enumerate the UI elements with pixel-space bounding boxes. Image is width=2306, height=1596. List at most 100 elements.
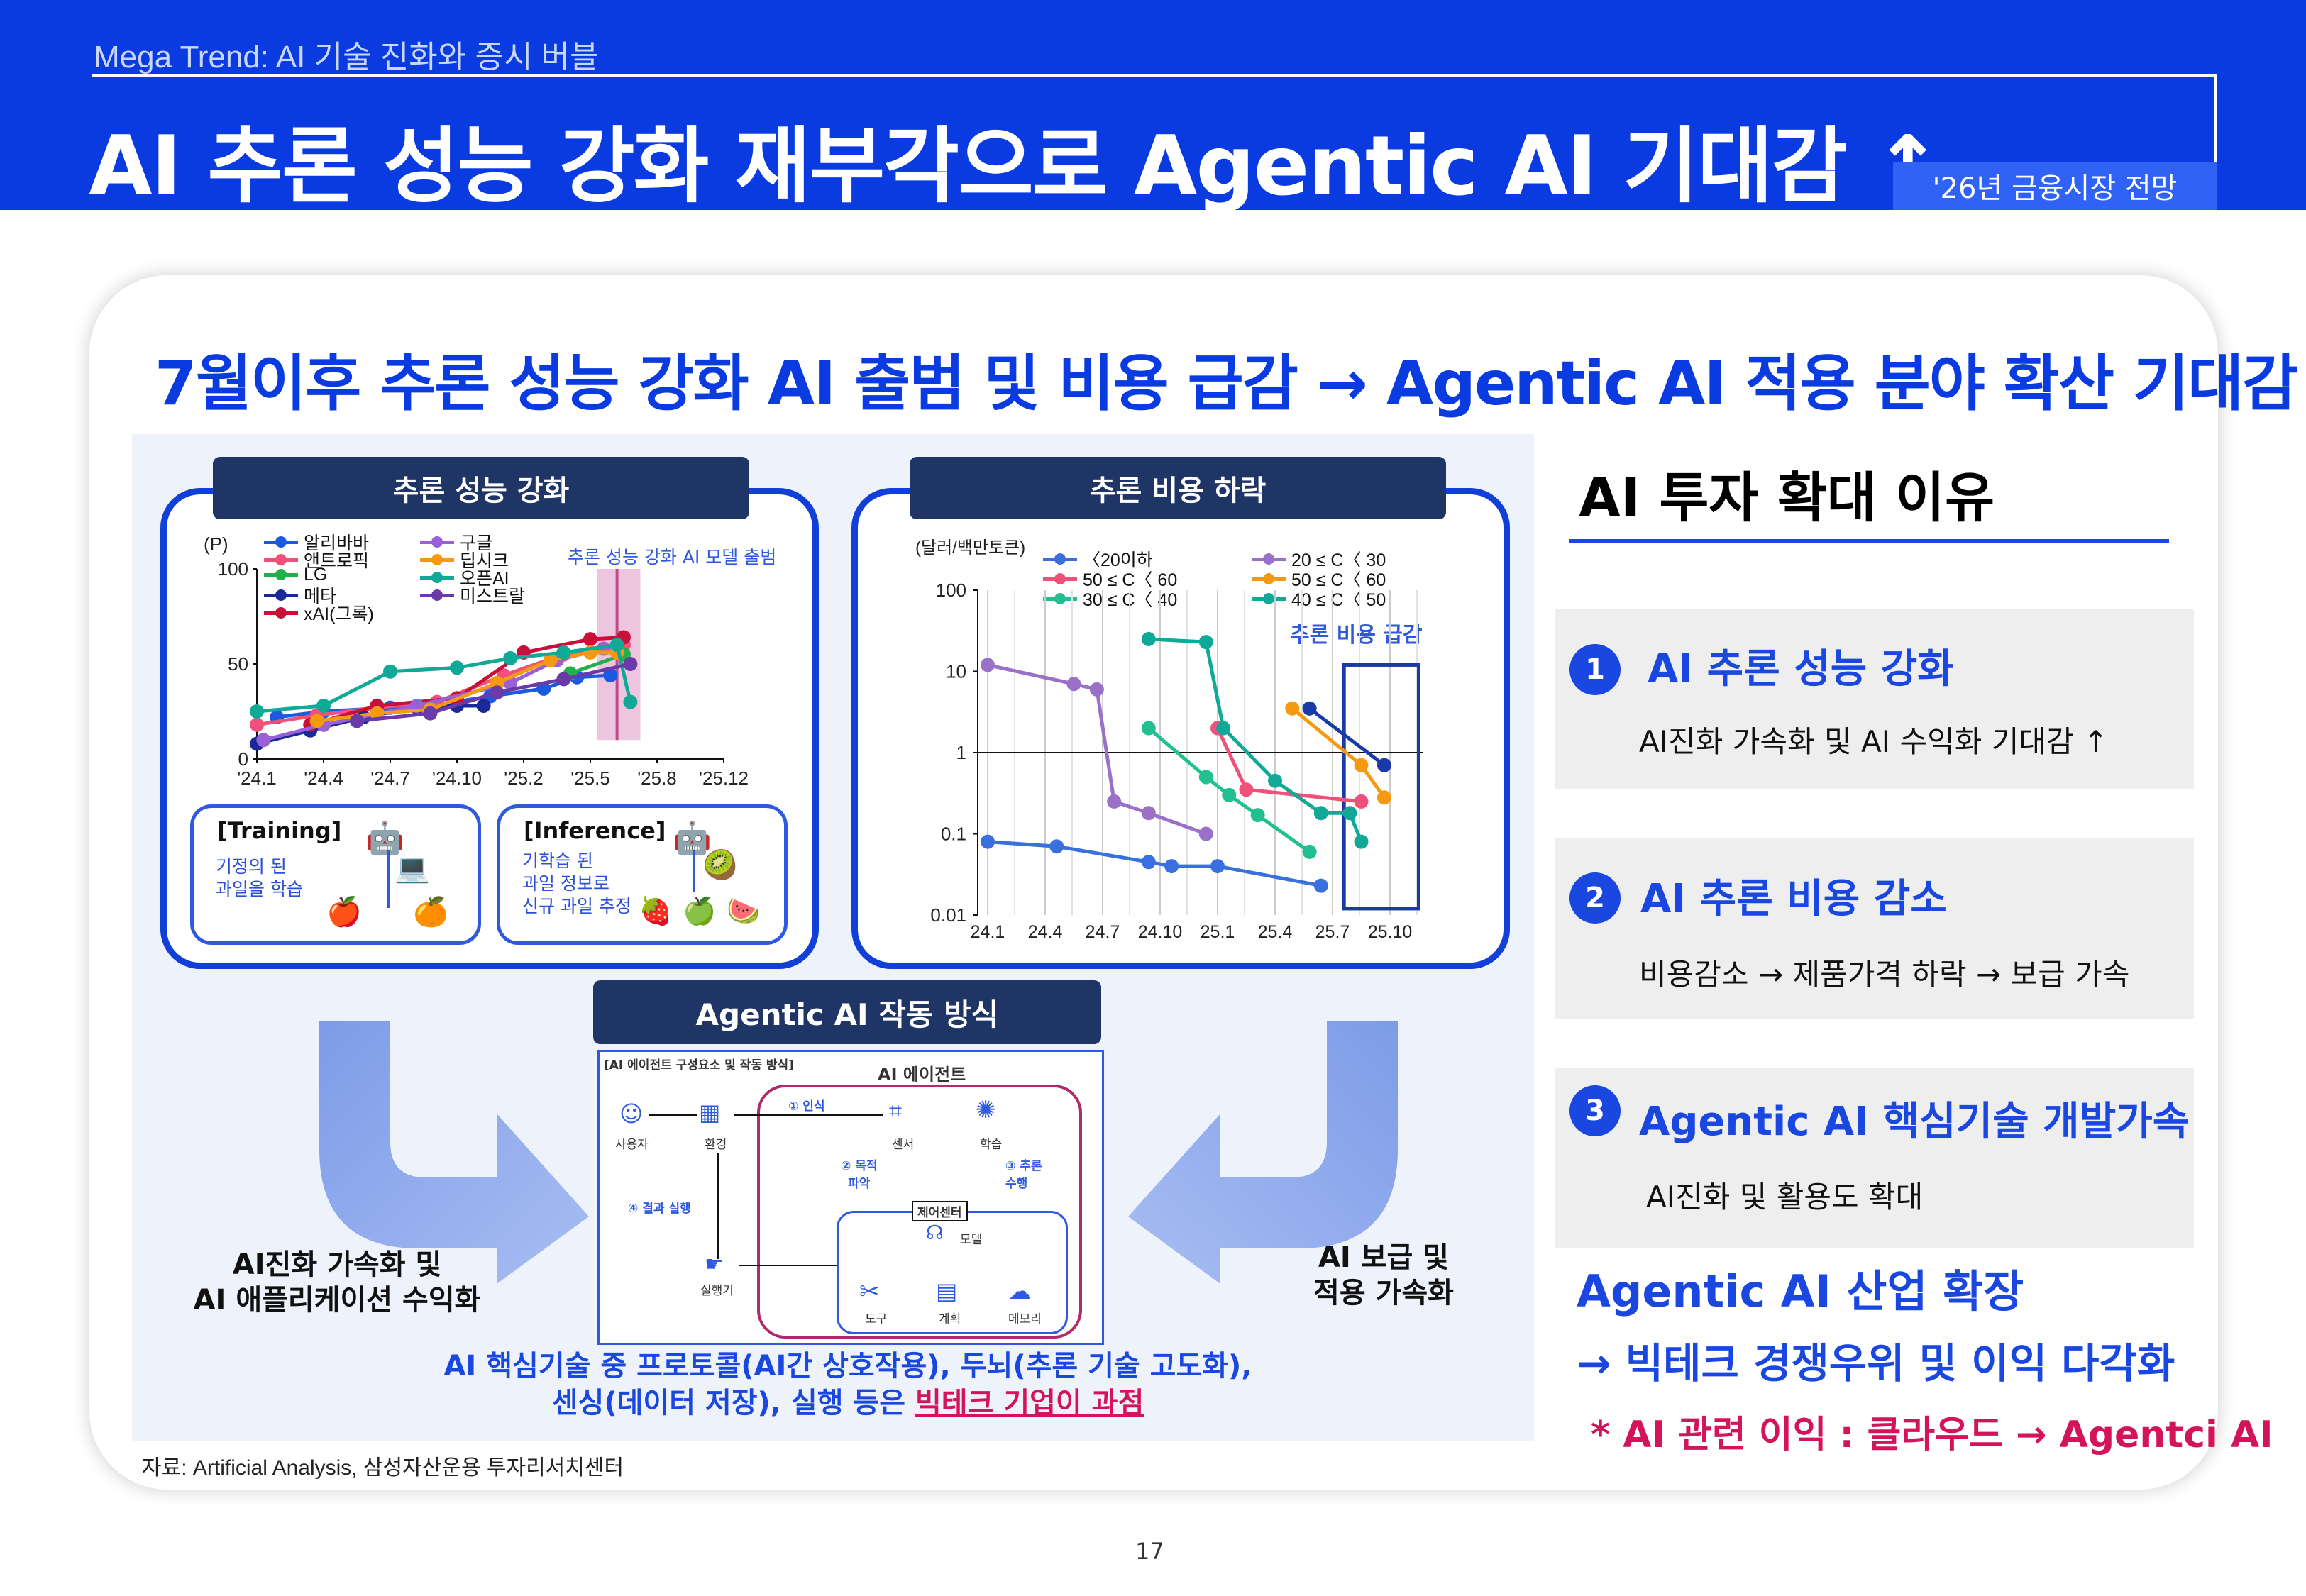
legend-label: 50 ≤ C〈 60 — [1291, 570, 1386, 590]
legend-label: 미스트랄 — [460, 587, 526, 606]
legend-marker — [1263, 592, 1274, 604]
reason-sub-2: 비용감소 → 제품가격 하락 → 보급 가속 — [1639, 957, 2130, 992]
legend-label: 〈20이하 — [1083, 550, 1153, 570]
control-label: 제어센터 — [912, 1201, 968, 1221]
result-label: ④ 결과 실행 — [628, 1202, 691, 1216]
header-rule — [92, 74, 2217, 77]
industry-line1: Agentic AI 산업 확장 — [1577, 1265, 2024, 1317]
map-icon: ▦ — [699, 1099, 721, 1126]
legend-label: 구글 — [460, 533, 493, 553]
legend-item: 앤트로픽 — [264, 547, 369, 572]
legend-marker — [1054, 553, 1066, 565]
legend-marker — [1054, 572, 1066, 584]
agent-title: AI 에이전트 — [878, 1065, 966, 1085]
legend-label: 50 ≤ C〈 60 — [1083, 570, 1178, 590]
legend-swatch — [1043, 572, 1077, 584]
legend-label: 40 ≤ C〈 50 — [1291, 590, 1386, 610]
brain-icon: ✺ — [976, 1096, 996, 1124]
legend-item: LG — [264, 565, 327, 585]
legend-swatch — [420, 589, 454, 601]
reason-box-2 — [1555, 838, 2194, 1019]
legend-label: 오픈AI — [460, 569, 509, 589]
training-text: 기정의 된 과일을 학습 — [216, 856, 303, 899]
executor-icon: ☛ — [705, 1252, 724, 1277]
headline: 7월이후 추론 성능 강화 AI 출범 및 비용 급감 → Agentic AI… — [155, 348, 2298, 419]
user-label: 사용자 — [615, 1138, 649, 1152]
right-curved-arrow — [1128, 1021, 1398, 1284]
diagram-caption: [AI 에이전트 구성요소 및 작동 방식] — [604, 1058, 794, 1073]
header-rule-vertical — [2214, 74, 2217, 209]
legend-label: 딥시크 — [460, 551, 509, 571]
learn-label: 학습 — [980, 1138, 1003, 1152]
training-title: [Training] — [217, 817, 342, 844]
perceive-label: ① 인식 — [788, 1099, 825, 1114]
legend-item: 〈20이하 — [1043, 546, 1153, 572]
legend-item: 40 ≤ C〈 50 — [1252, 586, 1386, 611]
right-rule — [1569, 539, 2169, 543]
legend-item: 50 ≤ C〈 60 — [1252, 566, 1386, 592]
arrow-env-sensor — [734, 1114, 883, 1116]
agent-diagram: [AI 에이전트 구성요소 및 작동 방식] AI 에이전트 ☺ 사용자 ▦ 환… — [597, 1050, 1104, 1345]
infer-label: ③ 추론 수행 — [1005, 1159, 1042, 1191]
performance-panel-label: 추론 성능 강화 — [213, 457, 749, 519]
legend-item: 구글 — [420, 529, 492, 555]
legend-swatch — [264, 589, 298, 601]
legend-marker — [431, 553, 443, 565]
legend-marker — [1263, 553, 1274, 565]
performance-y-unit: (P) — [204, 533, 228, 555]
training-connector — [387, 850, 390, 908]
legend-swatch — [420, 536, 454, 548]
legend-swatch — [264, 569, 298, 580]
user-icon: ☺ — [619, 1100, 644, 1127]
legend-label: xAI(그록) — [304, 604, 374, 624]
legend-label: 앤트로픽 — [304, 551, 370, 571]
arrow-user-env — [649, 1114, 697, 1116]
legend-item: 오픈AI — [420, 565, 509, 590]
legend-item: xAI(그록) — [264, 600, 374, 626]
caption-line2-prefix: 센싱(데이터 저장), 실행 등은 — [551, 1387, 915, 1419]
page-number: 17 — [1135, 1538, 1164, 1565]
legend-swatch — [264, 606, 298, 619]
legend-label: 30 ≤ C〈 40 — [1083, 590, 1178, 610]
legend-marker — [275, 569, 287, 580]
legend-marker — [1263, 572, 1274, 584]
apple-icon: 🍎 — [326, 896, 362, 929]
legend-item: 20 ≤ C〈 30 — [1252, 546, 1386, 572]
legend-swatch — [264, 553, 298, 565]
performance-annotation: 추론 성능 강화 AI 모델 출범 — [568, 547, 777, 567]
laptop-icon: 💻 — [395, 852, 430, 885]
legend-swatch — [420, 553, 454, 565]
legend-marker — [1054, 592, 1066, 604]
legend-swatch — [264, 536, 298, 548]
cost-panel-label: 추론 비용 하락 — [910, 457, 1446, 519]
memory-icon: ☁ — [1008, 1278, 1031, 1304]
robot-icon: 🤖 — [673, 820, 712, 856]
legend-swatch — [1252, 592, 1286, 604]
cost-y-unit: (달러/백만토큰) — [915, 538, 1026, 558]
tool-label: 도구 — [865, 1312, 888, 1326]
legend-marker — [431, 589, 443, 601]
left-curved-arrow — [319, 1021, 589, 1284]
legend-swatch — [1252, 553, 1286, 565]
reason-head-1: AI 추론 성능 강화 — [1648, 646, 1954, 692]
caption-line1: AI 핵심기술 중 프로토콜(AI간 상호작용), 두뇌(추론 기술 고도화), — [443, 1350, 1252, 1382]
industry-note: * AI 관련 이익 : 클라우드 → Agentci AI — [1591, 1414, 2273, 1456]
executor-label: 실행기 — [700, 1284, 734, 1298]
legend-item: 30 ≤ C〈 40 — [1043, 586, 1177, 611]
plan-icon: ▤ — [936, 1278, 958, 1304]
page-title: AI 추론 성능 강화 재부각으로 Agentic AI 기대감 ↑ — [89, 118, 1942, 214]
robot-icon: 🤖 — [365, 820, 404, 856]
legend-swatch — [420, 571, 454, 583]
legend-label: 20 ≤ C〈 30 — [1291, 550, 1386, 570]
apple-icon: 🍏 — [683, 895, 717, 926]
inference-connector — [693, 850, 695, 892]
industry-line2: → 빅테크 경쟁우위 및 이익 다각화 — [1577, 1339, 2175, 1387]
tool-icon: ✂ — [859, 1278, 880, 1306]
reason-sub-1: AI진화 가속화 및 AI 수익화 기대감 ↑ — [1639, 724, 2109, 759]
model-icon: ☊ — [926, 1221, 944, 1244]
reason-head-3: Agentic AI 핵심기술 개발가속 — [1639, 1099, 2190, 1145]
env-label: 환경 — [705, 1138, 727, 1152]
reason-number-3: 3 — [1569, 1085, 1621, 1136]
strawberry-icon: 🍓 — [639, 895, 673, 926]
reason-box-3 — [1555, 1068, 2194, 1248]
